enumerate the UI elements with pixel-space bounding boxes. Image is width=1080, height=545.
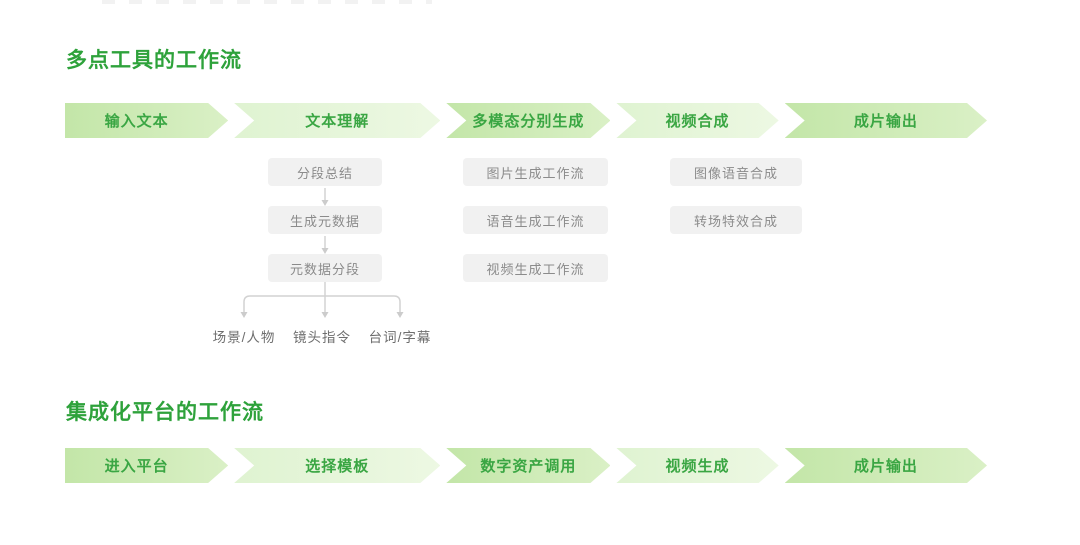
step-chevron-select-template: 选择模板 xyxy=(234,448,440,483)
subbox-image-speech-composition: 图像语音合成 xyxy=(670,158,802,186)
step-label: 视频生成 xyxy=(665,458,730,475)
leaf-label-shot-instruction: 镜头指令 xyxy=(293,330,351,345)
leaf-label-scene-character: 场景/人物 xyxy=(212,330,276,345)
section1-title: 多点工具的工作流 xyxy=(66,49,242,72)
step-label: 多模态分别生成 xyxy=(472,113,585,130)
step-label: 选择模板 xyxy=(305,458,370,475)
step-label: 文本理解 xyxy=(305,113,370,130)
step-chevron-video-generation: 视频生成 xyxy=(616,448,778,483)
section2-step-bar: 进入平台 选择模板 数字资产调用 视频生成 成片输出 xyxy=(65,448,987,483)
step-chevron-final-output: 成片输出 xyxy=(785,448,987,483)
step-label: 成片输出 xyxy=(853,458,918,475)
step-chevron-multimodal-generation: 多模态分别生成 xyxy=(446,103,610,138)
subbox-segment-summary: 分段总结 xyxy=(268,158,382,186)
subbox-generate-metadata: 生成元数据 xyxy=(268,206,382,234)
step-chevron-enter-platform: 进入平台 xyxy=(65,448,228,483)
step-label: 视频合成 xyxy=(665,113,730,130)
subbox-video-generation-workflow: 视频生成工作流 xyxy=(463,254,608,282)
step-chevron-text-understanding: 文本理解 xyxy=(234,103,440,138)
section1-step-bar: 输入文本 文本理解 多模态分别生成 视频合成 成片输出 xyxy=(65,103,987,138)
clipped-text-fragment xyxy=(102,0,432,4)
leaf-label-dialogue-subtitle: 台词/字幕 xyxy=(368,330,432,345)
step-chevron-final-output: 成片输出 xyxy=(785,103,987,138)
step-chevron-digital-asset-call: 数字资产调用 xyxy=(446,448,610,483)
step-label: 数字资产调用 xyxy=(480,458,577,475)
step-chevron-input-text: 输入文本 xyxy=(65,103,228,138)
step-label: 输入文本 xyxy=(104,113,169,130)
subbox-speech-generation-workflow: 语音生成工作流 xyxy=(463,206,608,234)
step-label: 成片输出 xyxy=(853,113,918,130)
step-chevron-video-composition: 视频合成 xyxy=(616,103,778,138)
subbox-metadata-segmentation: 元数据分段 xyxy=(268,254,382,282)
subbox-transition-effects-composition: 转场特效合成 xyxy=(670,206,802,234)
section2-title: 集成化平台的工作流 xyxy=(66,401,264,424)
subbox-image-generation-workflow: 图片生成工作流 xyxy=(463,158,608,186)
step-label: 进入平台 xyxy=(104,458,169,475)
